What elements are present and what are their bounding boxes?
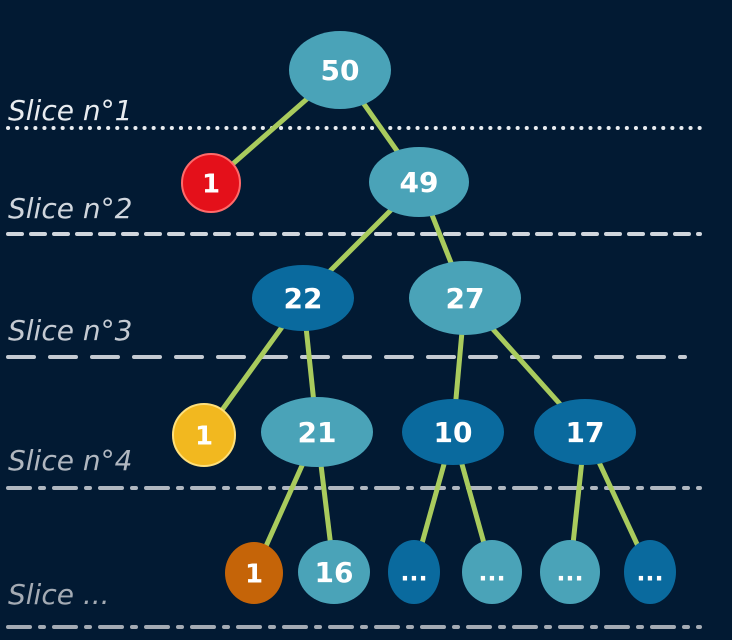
node-shape — [540, 540, 600, 604]
tree-node-n49: 49 — [369, 147, 469, 217]
tree-node-e3: ... — [540, 540, 600, 604]
tree-node-e4: ... — [624, 540, 676, 604]
node-value: 21 — [298, 416, 337, 449]
node-value: ... — [556, 559, 583, 587]
node-value: 50 — [321, 54, 360, 87]
node-shape — [624, 540, 676, 604]
node-shape — [462, 540, 522, 604]
tree-node-n22: 22 — [252, 265, 354, 331]
node-value: 17 — [566, 416, 605, 449]
node-value: 1 — [202, 169, 220, 199]
slice-label-3: Slice n°3 — [8, 314, 132, 347]
node-shape — [369, 147, 469, 217]
node-value: 1 — [195, 421, 213, 451]
tree-node-n10: 10 — [402, 399, 504, 465]
tree-node-n21: 21 — [261, 397, 373, 467]
tree-node-n50: 50 — [289, 31, 391, 109]
tree-node-n16: 16 — [298, 540, 370, 604]
node-shape — [261, 397, 373, 467]
node-value: 1 — [245, 559, 263, 589]
slice-label-5: Slice ... — [8, 578, 110, 611]
tree-node-n27: 27 — [409, 261, 521, 335]
node-shape — [402, 399, 504, 465]
node-value: 27 — [446, 282, 485, 315]
node-shape — [252, 265, 354, 331]
tree-node-n1c: 1 — [225, 542, 283, 604]
node-value: ... — [478, 559, 505, 587]
slice-label-4: Slice n°4 — [8, 444, 132, 477]
node-value: ... — [636, 559, 663, 587]
tree-node-e2: ... — [462, 540, 522, 604]
node-shape — [181, 153, 241, 213]
tree-node-e1: ... — [388, 540, 440, 604]
node-shape — [298, 540, 370, 604]
node-value: 49 — [400, 166, 439, 199]
node-shape — [409, 261, 521, 335]
tree-node-n1a: 1 — [181, 153, 241, 213]
node-value: 22 — [284, 282, 323, 315]
node-shape — [225, 542, 283, 604]
slice-label-1: Slice n°1 — [8, 94, 132, 127]
tree-node-n1b: 1 — [172, 403, 236, 467]
tree-nodes: 50 1 49 22 27 1 21 10 17 1 16............ — [172, 31, 676, 604]
slice-lines — [6, 126, 702, 629]
node-shape — [172, 403, 236, 467]
node-shape — [388, 540, 440, 604]
slice-label-2: Slice n°2 — [8, 192, 132, 225]
node-shape — [534, 399, 636, 465]
node-value: 16 — [315, 556, 354, 589]
node-shape — [289, 31, 391, 109]
tree-node-n17: 17 — [534, 399, 636, 465]
node-value: ... — [400, 559, 427, 587]
node-value: 10 — [434, 416, 473, 449]
